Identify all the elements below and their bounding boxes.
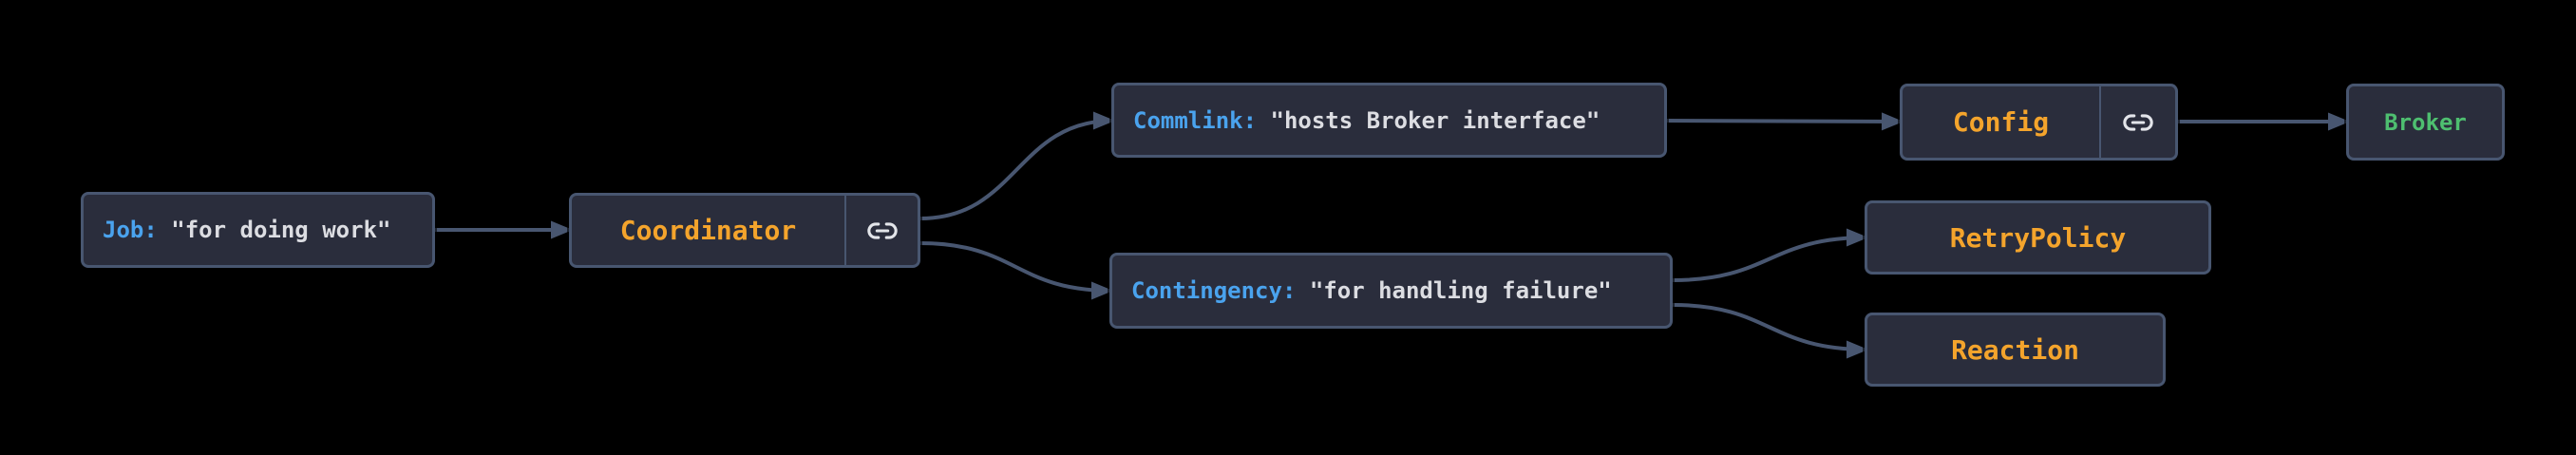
node-job-text-value: "for doing work" bbox=[157, 217, 391, 243]
node-commlink-text-key: Commlink: bbox=[1133, 106, 1258, 134]
node-job-label: Job: "for doing work" bbox=[84, 195, 432, 265]
node-commlink[interactable]: Commlink: "hosts Broker interface" bbox=[1111, 83, 1667, 158]
node-reaction[interactable]: Reaction bbox=[1865, 313, 2166, 387]
node-contingency-text-value: "for handling failure" bbox=[1296, 277, 1612, 304]
node-contingency-label: Contingency: "for handling failure" bbox=[1112, 256, 1670, 326]
node-coordinator-text-title: Coordinator bbox=[619, 215, 797, 246]
node-job[interactable]: Job: "for doing work" bbox=[81, 192, 435, 268]
node-coordinator-link-button[interactable] bbox=[844, 196, 918, 265]
edge-contingency-to-reaction[interactable] bbox=[1672, 303, 1868, 359]
node-retrypolicy-label: RetryPolicy bbox=[1867, 203, 2208, 272]
node-broker-text-ref: Broker bbox=[2384, 108, 2467, 136]
edge-contingency-to-retrypolicy[interactable] bbox=[1672, 228, 1868, 282]
node-commlink-text-value: "hosts Broker interface" bbox=[1257, 106, 1601, 134]
node-reaction-label: Reaction bbox=[1867, 315, 2163, 384]
node-config-label: Config bbox=[1903, 86, 2099, 158]
node-job-text-key: Job: bbox=[103, 217, 158, 243]
node-coordinator[interactable]: Coordinator bbox=[569, 193, 920, 268]
edge-commlink-to-config[interactable] bbox=[1666, 112, 1904, 131]
node-config-text-title: Config bbox=[1952, 106, 2050, 138]
node-broker-label: Broker bbox=[2349, 86, 2502, 158]
link-icon bbox=[2123, 113, 2153, 131]
node-commlink-label: Commlink: "hosts Broker interface" bbox=[1114, 85, 1664, 155]
node-reaction-text-title: Reaction bbox=[1951, 333, 2079, 366]
node-coordinator-label: Coordinator bbox=[572, 196, 844, 265]
node-contingency[interactable]: Contingency: "for handling failure" bbox=[1109, 253, 1673, 329]
node-contingency-text-key: Contingency: bbox=[1131, 277, 1297, 304]
edge-coordinator-to-commlink[interactable] bbox=[919, 111, 1115, 220]
node-config-link-button[interactable] bbox=[2099, 86, 2175, 158]
node-retrypolicy-text-title: RetryPolicy bbox=[1949, 221, 2127, 254]
node-config[interactable]: Config bbox=[1900, 84, 2178, 161]
link-icon bbox=[866, 221, 898, 239]
node-broker[interactable]: Broker bbox=[2346, 84, 2505, 161]
edge-coordinator-to-contingency[interactable] bbox=[919, 241, 1113, 300]
node-retrypolicy[interactable]: RetryPolicy bbox=[1865, 200, 2211, 275]
